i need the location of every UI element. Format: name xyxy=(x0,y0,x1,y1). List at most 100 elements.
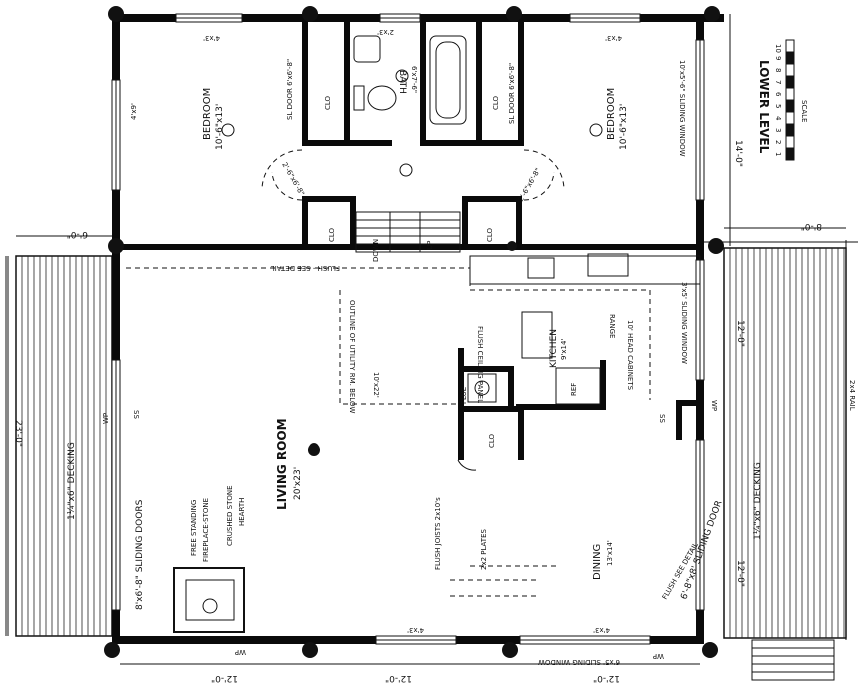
scale-segment xyxy=(785,123,795,137)
flush-joists-label: FLUSH JOISTS 2x10's xyxy=(434,497,442,570)
rail-label: 2x4 RAIL xyxy=(848,380,856,411)
scale-segment xyxy=(785,111,795,125)
bath-window-label: 2'x3' xyxy=(377,28,394,36)
range-label: RANGE xyxy=(608,314,616,338)
scale-segment xyxy=(785,75,795,89)
room-bedroom-right-size: 10'-6"x13' xyxy=(619,104,629,150)
down-label: DOWN xyxy=(372,239,380,262)
cabinets-label: 10' HEAD CABINETS xyxy=(626,320,634,391)
scale-segment xyxy=(785,147,795,161)
clo-label-5: CLO xyxy=(488,433,496,448)
stairs xyxy=(355,211,461,253)
dim-top-left-deck: 6'-0" xyxy=(67,229,88,239)
deck-left-label: 1¼"x6" DECKING xyxy=(67,442,77,520)
deck-stairs xyxy=(751,639,835,681)
dim-top-right-deck: 8'-0" xyxy=(801,221,822,231)
fixture-dots xyxy=(221,69,603,456)
room-bedroom-left-name: BEDROOM xyxy=(202,88,213,140)
hearth-label-1: CRUSHED STONE xyxy=(226,485,234,546)
sl-door-left: SL DOOR 6'x6'-8" xyxy=(286,59,294,120)
dim-right-3: 12'-0" xyxy=(735,560,745,587)
dim-bottom-1: 12'-0" xyxy=(211,673,238,683)
room-bedroom-right-name: BEDROOM xyxy=(606,88,617,140)
scale-tick-label: 3 xyxy=(774,128,782,132)
clo-label-4: CLO xyxy=(486,227,494,242)
scale-tick-label: 4 xyxy=(774,116,782,121)
door-right-label: 2'-6"x6'-8" xyxy=(517,167,543,203)
scale-tick-label: 10 xyxy=(774,44,782,53)
window-top-left-label: 4'x3' xyxy=(203,34,220,42)
door-swings xyxy=(261,149,565,471)
plates-label: 2x2 PLATES xyxy=(480,528,488,570)
flue-ceiling-label: FLUSH CEILING PANEL xyxy=(476,326,484,403)
kitchen-window-label: 3'x5' SLIDING WINDOW xyxy=(680,282,688,364)
window-bottom-left-label: 4'x3' xyxy=(407,626,424,634)
bath-fixtures xyxy=(353,35,467,125)
room-kitchen-size: 9'x14' xyxy=(560,339,568,360)
dim-bottom-2: 12'-0" xyxy=(385,673,412,683)
outline-size-label: 10'x22' xyxy=(372,372,380,398)
room-living-size: 20'x23' xyxy=(293,467,303,500)
scale-tick-label: 6 xyxy=(774,92,782,97)
clo-label-2: CLO xyxy=(492,95,500,110)
ref-label: REF xyxy=(570,383,578,396)
scale-segment xyxy=(785,63,795,77)
dim-right-1: 14'-0" xyxy=(733,140,743,167)
sl-door-right: SL DOOR 6'x6'-8" xyxy=(508,63,516,124)
ss-label-1: SS xyxy=(132,410,140,419)
scale-segment xyxy=(785,99,795,113)
title-lower-level: LOWER LEVEL xyxy=(757,60,771,154)
room-bath-size: 6'x7'-6" xyxy=(410,66,418,93)
scale-segment xyxy=(785,135,795,149)
sliding-bottom-label: 6'x5' SLIDING WINDOW xyxy=(538,658,620,666)
wp-label-3: WP xyxy=(710,400,718,411)
room-dining-name: DINING xyxy=(592,544,603,580)
scale-label: SCALE xyxy=(800,100,808,122)
clo-label-3: CLO xyxy=(328,227,336,242)
clo-label-1: CLO xyxy=(324,95,332,110)
fireplace-label-1: FREE STANDING xyxy=(190,500,198,556)
wp-label-2: WP xyxy=(235,648,246,656)
scale-segment xyxy=(785,39,795,53)
wp-label-4: WP xyxy=(653,652,664,660)
room-living-name: LIVING ROOM xyxy=(275,418,289,510)
scale-tick-label: 8 xyxy=(774,68,782,72)
left-deck xyxy=(15,255,113,637)
sliding-door-left-label: 8'x6'-8" SLIDING DOORS xyxy=(135,499,145,610)
hearth-label-2: HEARTH xyxy=(238,498,246,526)
scale-bar: 1 2 3 4 5 6 7 8 9 10 xyxy=(774,39,795,161)
room-dining-size: 13'x14' xyxy=(606,540,614,566)
kitchen-fixtures xyxy=(467,253,701,405)
dim-bottom-3: 12'-0" xyxy=(593,673,620,683)
scale-tick-label: 5 xyxy=(774,104,782,108)
wp-label-1: WP xyxy=(102,413,110,424)
door-left-label: 2'-6"x6'-8" xyxy=(280,161,306,197)
outline-label: OUTLINE OF UTILITY RM. BELOW xyxy=(348,300,356,413)
flush-detail-label: FLUSH - SEE DETAIL xyxy=(271,264,340,272)
window-right-side-label: 10'x5'-6" SLIDING WINDOW xyxy=(678,60,686,157)
flue-label: FLUE xyxy=(460,387,468,404)
up-label: UP xyxy=(426,241,434,250)
scale-tick-label: 2 xyxy=(774,140,782,144)
window-bottom-right-label: 4'x3' xyxy=(593,626,610,634)
window-4x9-label: 4'x9' xyxy=(130,103,138,120)
room-bedroom-left-size: 10'-6"x13' xyxy=(215,104,225,150)
scale-tick-label: 1 xyxy=(774,152,782,156)
fireplace xyxy=(173,567,245,633)
deck-right-label: 1¼"x6" DECKING xyxy=(753,462,763,540)
windows xyxy=(111,13,705,645)
scale-tick-label: 9 xyxy=(774,56,782,60)
scale-segment xyxy=(785,87,795,101)
dimension-lines xyxy=(5,14,846,665)
window-top-right-label: 4'x3' xyxy=(605,34,622,42)
room-kitchen-name: KITCHEN xyxy=(549,329,559,368)
dim-left-height: 23'-0" xyxy=(13,420,23,447)
ss-label-2: SS xyxy=(658,414,666,423)
scale-tick-label: 7 xyxy=(774,80,782,84)
scale-segment xyxy=(785,51,795,65)
fireplace-label-2: FIREPLACE-STONE xyxy=(202,498,210,562)
room-bath-name: BATH xyxy=(397,70,407,94)
utility-outline xyxy=(126,262,651,597)
dim-right-2: 12'-0" xyxy=(735,320,745,347)
